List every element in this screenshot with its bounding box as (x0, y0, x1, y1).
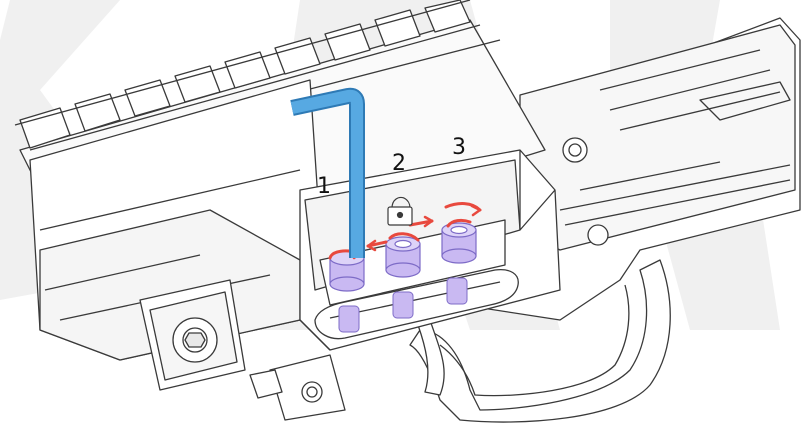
housing-edge (299, 150, 556, 351)
rail-teeth (19, 0, 471, 149)
screw-shank-2 (392, 291, 414, 319)
receiver-pin-inner (568, 143, 582, 157)
receiver-slot (599, 49, 791, 131)
clamp-bolt-hex (184, 332, 206, 348)
screw-2 (385, 236, 421, 278)
step-label-1: 1 (317, 174, 331, 199)
screw-shanks (338, 277, 468, 333)
hex-key-icon (290, 87, 365, 258)
screw-1 (329, 250, 365, 292)
step-labels: 1 2 3 (317, 135, 466, 199)
trigger-guard-inner (439, 284, 630, 397)
screw-3 (441, 222, 477, 264)
receiver-rails (559, 161, 791, 226)
padlock-icon (387, 196, 413, 226)
step-label-3: 3 (452, 135, 466, 160)
lower-lug-tab (249, 369, 283, 399)
step-label-2: 2 (392, 151, 406, 176)
lower-lug-hole-inner (306, 386, 318, 398)
receiver-pin-lower (587, 224, 609, 246)
trigger (417, 319, 445, 396)
trigger-guard (409, 259, 671, 423)
screw-shank-1 (338, 305, 360, 333)
screw-shank-3 (446, 277, 468, 305)
rotate-arrow-icon (444, 202, 482, 228)
rotate-arrow-icon (366, 215, 434, 252)
screws (329, 222, 477, 292)
